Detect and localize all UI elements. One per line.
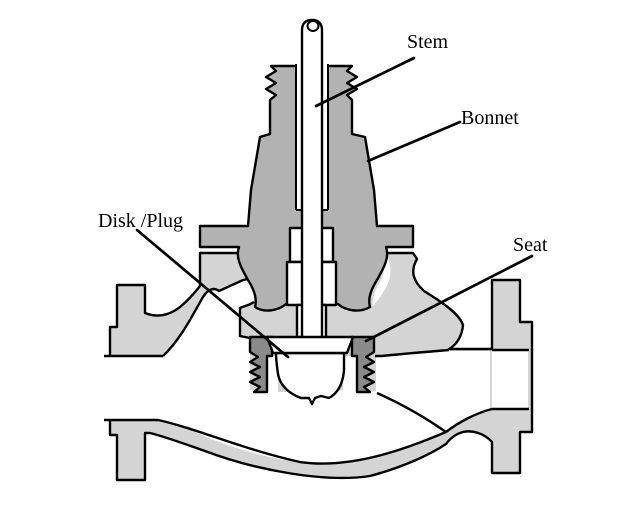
outlet-passage bbox=[376, 351, 490, 432]
disk-plug-bell bbox=[274, 351, 346, 406]
stem-bore-lines bbox=[295, 64, 329, 211]
stem-shaft bbox=[300, 18, 324, 343]
inlet-passage bbox=[104, 278, 446, 464]
label-stem: Stem bbox=[407, 31, 449, 53]
label-seat: Seat bbox=[513, 234, 548, 256]
stem-tip-circle bbox=[306, 20, 320, 32]
leader-lines bbox=[135, 56, 534, 359]
plug-gap-right bbox=[343, 356, 358, 393]
seat-ring-right bbox=[350, 335, 376, 394]
leader-line-stem bbox=[314, 56, 416, 108]
label-disk-plug: Disk /Plug bbox=[98, 210, 184, 232]
plug-gap-left bbox=[266, 356, 278, 393]
outlet-bore bbox=[492, 350, 528, 408]
leader-line-disk-plug bbox=[135, 228, 290, 359]
body-cavity-pocket bbox=[372, 256, 391, 306]
seat-ring-left bbox=[248, 335, 274, 394]
disk-plug-top bbox=[265, 335, 355, 355]
leader-line-bonnet bbox=[366, 120, 462, 163]
label-bonnet: Bonnet bbox=[461, 107, 519, 129]
leader-line-seat bbox=[364, 254, 534, 343]
internal-edge-lines bbox=[104, 276, 529, 465]
